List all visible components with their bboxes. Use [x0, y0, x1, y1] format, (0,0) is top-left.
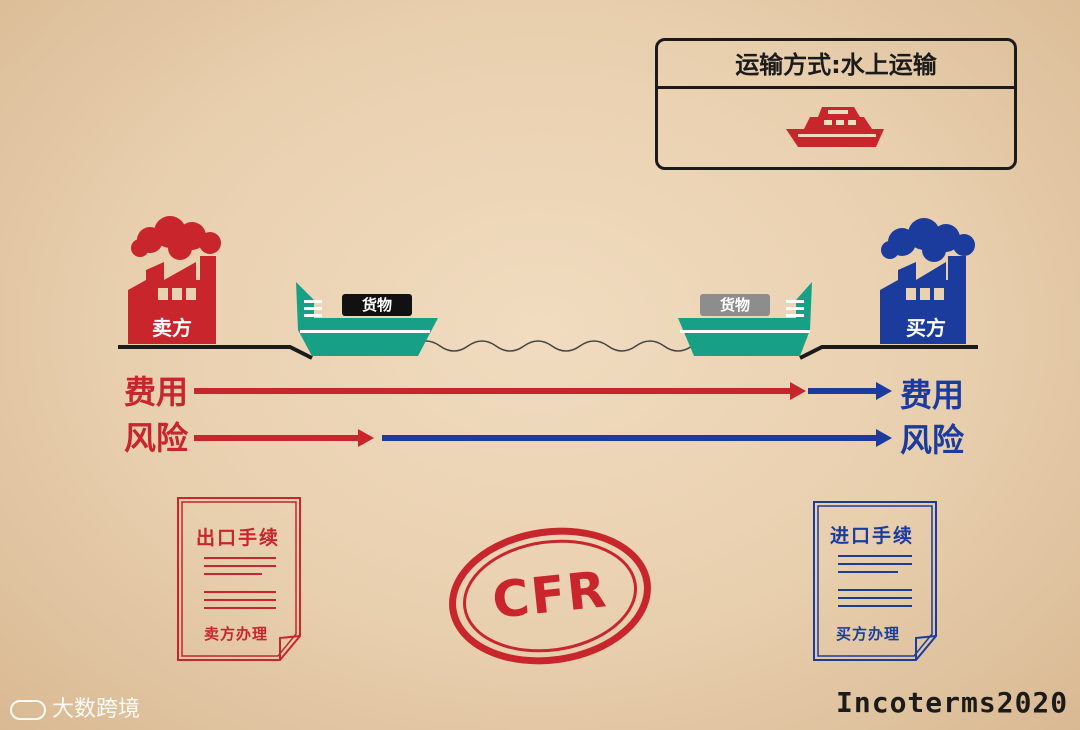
- watermark-text: 大数跨境: [52, 697, 141, 722]
- seller-smoke-icon: [131, 216, 221, 260]
- seller-label: 卖方: [152, 316, 192, 340]
- shipping-scene: [118, 216, 978, 447]
- buyer-smoke-icon: [881, 218, 975, 262]
- loading-ship-icon: [296, 282, 438, 356]
- buyer-label: 买方: [906, 316, 946, 340]
- cfr-stamp: [449, 527, 651, 665]
- cost-seller-label: 费用: [124, 373, 189, 411]
- export-document-sign: 卖方办理: [204, 625, 269, 643]
- import-document: 进口手续 买方办理: [812, 500, 940, 662]
- water-waves: [411, 340, 721, 352]
- unloading-ship-icon: [678, 282, 812, 356]
- transport-mode-title: 运输方式:水上运输: [658, 41, 1014, 89]
- document-icon: [813, 501, 937, 661]
- export-document-title: 出口手续: [196, 527, 281, 549]
- ship-icon: [786, 107, 884, 147]
- import-document-title: 进口手续: [830, 525, 915, 547]
- buyer-factory-icon: [880, 256, 966, 344]
- incoterms-label: Incoterms2020: [836, 686, 1069, 719]
- seller-factory-icon: [128, 256, 216, 344]
- buyer-shore-line: [799, 345, 978, 360]
- watermark-logo-icon: [10, 700, 46, 720]
- risk-seller-label: 风险: [124, 419, 189, 457]
- cargo-label-unloading: 货物: [700, 294, 770, 316]
- cargo-label-loading: 货物: [342, 294, 412, 316]
- seller-shore-line: [118, 345, 313, 360]
- transport-mode-box: 运输方式:水上运输: [655, 38, 1017, 170]
- watermark: 大数跨境: [10, 696, 140, 724]
- risk-buyer-label: 风险: [900, 421, 965, 459]
- document-icon: [177, 497, 301, 661]
- import-document-sign: 买方办理: [836, 625, 901, 643]
- export-document: 出口手续 卖方办理: [176, 496, 304, 662]
- cost-buyer-label: 费用: [900, 376, 965, 414]
